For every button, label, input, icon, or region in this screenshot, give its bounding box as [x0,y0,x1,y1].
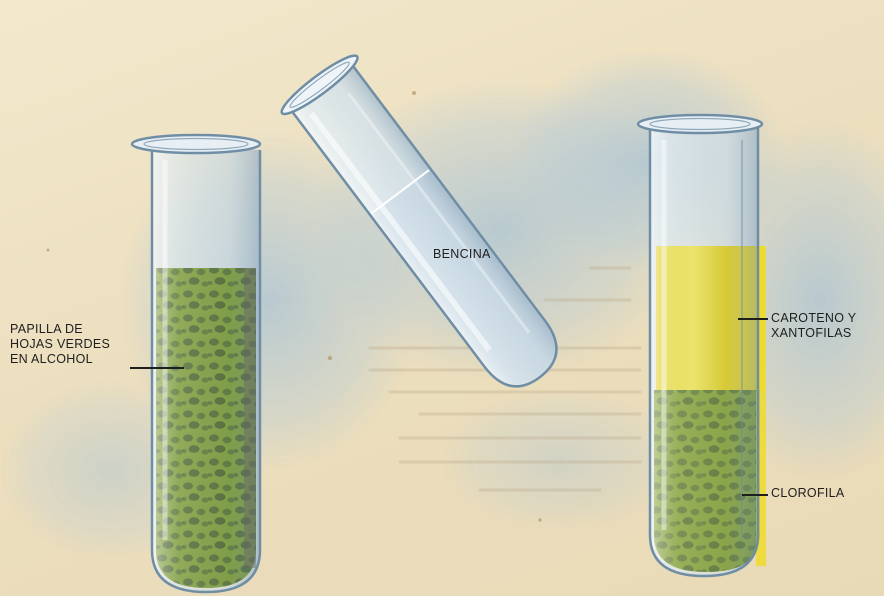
label-carotene-line-2: XANTOFILAS [771,326,856,341]
label-benzine: BENCINA [433,247,491,262]
pointer-carotene [738,318,768,320]
label-leaf-mash: PAPILLA DE HOJAS VERDES EN ALCOHOL [10,322,110,367]
right-test-tube [638,115,766,576]
label-carotene-line-1: CAROTENO Y [771,311,856,326]
pointer-chlorophyll [742,494,768,496]
label-leaf-mash-line-3: EN ALCOHOL [10,352,110,367]
label-leaf-mash-line-1: PAPILLA DE [10,322,110,337]
left-test-tube [132,135,260,592]
label-carotene: CAROTENO Y XANTOFILAS [771,311,856,341]
label-leaf-mash-line-2: HOJAS VERDES [10,337,110,352]
pointer-leaf-mash [130,367,184,369]
label-chlorophyll: CLOROFILA [771,486,845,501]
